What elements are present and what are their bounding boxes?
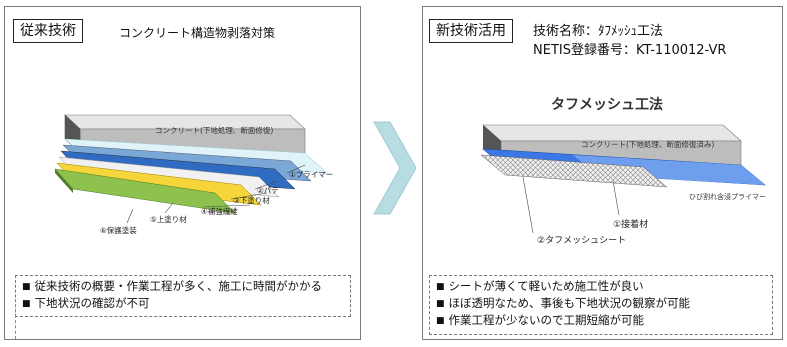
transition-arrow-icon [373, 121, 417, 215]
note-row: ■従来技術の概要・作業工程が多く、施工に時間がかかる [22, 279, 323, 293]
bullet-square-icon: ■ [22, 299, 31, 309]
note-row: ■ほぼ透明なため、事後も下地状況の観察が可能 [436, 296, 691, 310]
adhesive-label: ①接着材 [613, 218, 648, 230]
note-row: ■下地状況の確認が不可 [22, 296, 150, 310]
mesh-sheet [480, 154, 668, 188]
concrete-slab-top [482, 124, 742, 142]
layer-label-5: ⑤上塗り材 [150, 214, 187, 224]
note-row: ■シートが薄くて軽いため施工性が良い [436, 279, 644, 293]
concrete-slab-label: コンクリート(下地処理、断面修復) [155, 125, 273, 135]
conventional-notes: ■従来技術の概要・作業工程が多く、施工に時間がかかる ■下地状況の確認が不可 [15, 275, 351, 317]
toughmesh-diagram: タフメッシュ工法 コンクリート(下地処理、断面修復済み) ひび割れ含浸プライマー… [480, 96, 766, 246]
layer-label-3: ③下塗り材 [233, 195, 270, 205]
tech-name: 技術名称：ﾀﾌﾒｯｼｭ工法 [533, 24, 664, 39]
netis-number: NETIS登録番号：KT-110012-VR [533, 43, 727, 58]
conventional-heading: コンクリート構造物剥落対策 [119, 26, 276, 40]
layer-label-1: ①プライマー [289, 170, 333, 179]
dashed-divider [15, 299, 16, 339]
new-tech-tag: 新技術活用 [429, 19, 513, 43]
concrete-slab-label: コンクリート(下地処理、断面修復済み) [581, 139, 714, 149]
conventional-layer-diagram: コンクリート(下地処理、断面修復) ①プライマー ②パテ ③下塗り材 ④補強繊維… [54, 114, 333, 235]
layer-label-6: ⑥保護塗装 [100, 225, 137, 235]
new-tech-notes: ■シートが薄くて軽いため施工性が良い ■ほぼ透明なため、事後も下地状況の観察が可… [429, 275, 773, 335]
method-title: タフメッシュ工法 [551, 96, 663, 113]
primer-layer-light [573, 155, 765, 185]
bullet-square-icon: ■ [436, 282, 445, 292]
note-row: ■作業工程が少ないので工期短縮が可能 [436, 313, 645, 327]
new-tech-panel: 新技術活用 技術名称：ﾀﾌﾒｯｼｭ工法 NETIS登録番号：KT-110012-… [422, 6, 783, 340]
conventional-tech-tag: 従来技術 [13, 19, 83, 43]
conventional-tech-panel: 従来技術 コンクリート構造物剥落対策 コンクリート(下地処理、断面修復) ①プラ… [4, 6, 361, 340]
bullet-square-icon: ■ [436, 299, 445, 309]
bullet-square-icon: ■ [436, 316, 445, 326]
primer-label: ひび割れ含浸プライマー [689, 192, 766, 201]
layer-protect-edge [55, 169, 73, 193]
mesh-sheet-label: ②タフメッシュシート [537, 235, 626, 246]
bullet-square-icon: ■ [22, 282, 31, 292]
layer-protect [54, 168, 236, 214]
layer-label-4: ④補強繊維 [201, 206, 238, 216]
layer-label-2: ②パテ [257, 186, 279, 195]
